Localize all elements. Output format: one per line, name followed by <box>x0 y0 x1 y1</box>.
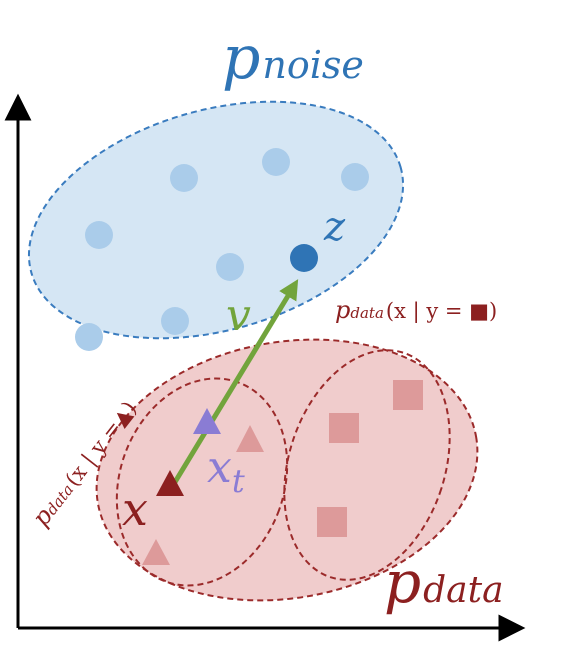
square-sample <box>329 413 359 443</box>
noise-samples <box>75 148 369 351</box>
noise-point <box>216 253 244 281</box>
noise-point <box>161 307 189 335</box>
square-sample <box>317 507 347 537</box>
data-samples <box>142 380 423 565</box>
z-point <box>290 244 318 272</box>
p-noise-label: pnoise <box>222 23 364 93</box>
noise-point <box>75 323 103 351</box>
x-point <box>156 470 184 496</box>
triangle-sample <box>236 425 264 452</box>
noise-point <box>170 164 198 192</box>
xt-point <box>193 408 221 434</box>
velocity-arrow <box>169 279 299 489</box>
p-data-label: pdata <box>384 548 504 616</box>
xt-label: xt <box>207 442 245 500</box>
v-label: v <box>226 290 251 341</box>
noise-point <box>341 163 369 191</box>
x-label: x <box>122 482 148 536</box>
noise-point <box>85 221 113 249</box>
noise-region <box>27 100 405 340</box>
cond-square-label: pdata(x | y = ■) <box>335 296 497 324</box>
triangle-sample <box>142 539 170 565</box>
square-sample <box>393 380 423 410</box>
cond-square-region <box>283 349 451 581</box>
z-label: z <box>323 204 346 250</box>
noise-point <box>262 148 290 176</box>
